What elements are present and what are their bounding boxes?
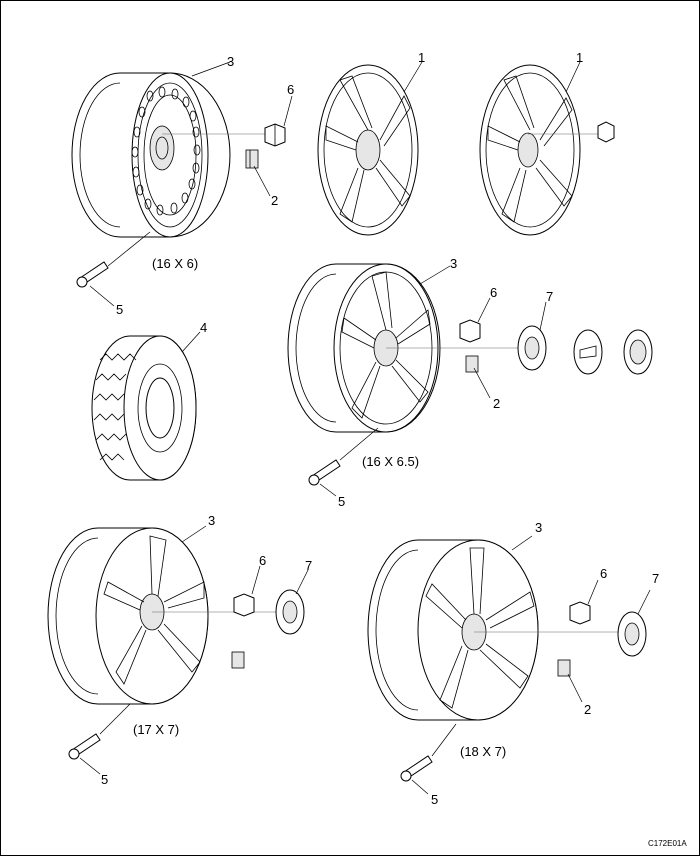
callout-3d: 3 — [535, 520, 542, 535]
lug-nut-cap-2b — [465, 355, 479, 373]
callout-2d: 2 — [584, 702, 591, 717]
figure-code: C172E01A — [648, 839, 687, 848]
lug-nut-6a — [264, 123, 286, 147]
callout-2b: 2 — [493, 396, 500, 411]
tire — [91, 335, 197, 481]
callout-5d: 5 — [431, 792, 438, 807]
size-label-16x6: (16 X 6) — [152, 256, 198, 271]
callout-7c: 7 — [652, 571, 659, 586]
callout-1b: 1 — [576, 50, 583, 65]
size-label-16x6.5: (16 X 6.5) — [362, 454, 419, 469]
callout-5c: 5 — [101, 772, 108, 787]
callout-3b: 3 — [450, 256, 457, 271]
valve-stem-5a — [76, 261, 109, 288]
steel-wheel-16x6 — [71, 72, 268, 238]
center-cap-back — [623, 329, 653, 375]
callout-6b: 6 — [490, 285, 497, 300]
size-label-18x7: (18 X 7) — [460, 744, 506, 759]
callout-3c: 3 — [208, 513, 215, 528]
valve-stem-5c — [68, 733, 101, 760]
wheel-cover-1a — [317, 64, 419, 236]
center-cap-7b — [275, 589, 305, 635]
alloy-wheel-18x7 — [367, 539, 622, 721]
lug-nut-cap-2c — [231, 651, 245, 669]
lug-nut-6b — [459, 319, 481, 343]
callout-1a: 1 — [418, 50, 425, 65]
callout-6c: 6 — [259, 553, 266, 568]
callout-5a: 5 — [116, 302, 123, 317]
valve-stem-5b — [308, 459, 341, 486]
alloy-wheel-16x6.5 — [287, 263, 520, 433]
callout-5b: 5 — [338, 494, 345, 509]
lug-nut-6d — [569, 601, 591, 625]
center-cap-7c — [617, 611, 647, 657]
center-cap-front — [573, 329, 603, 375]
callout-7a: 7 — [546, 289, 553, 304]
lug-nut-cap-2a — [245, 149, 259, 169]
callout-7b: 7 — [305, 558, 312, 573]
wheel-cover-1b — [479, 64, 615, 236]
size-label-17x7: (17 X 7) — [133, 722, 179, 737]
callout-3a: 3 — [227, 54, 234, 69]
lug-nut-cap-2d — [557, 659, 571, 677]
callout-6d: 6 — [600, 566, 607, 581]
callout-4: 4 — [200, 320, 207, 335]
callout-6a: 6 — [287, 82, 294, 97]
callout-2a: 2 — [271, 193, 278, 208]
center-cap-7a — [517, 325, 547, 371]
lug-nut-6c — [233, 593, 255, 617]
alloy-wheel-17x7 — [47, 527, 290, 705]
valve-stem-5d — [400, 755, 433, 782]
